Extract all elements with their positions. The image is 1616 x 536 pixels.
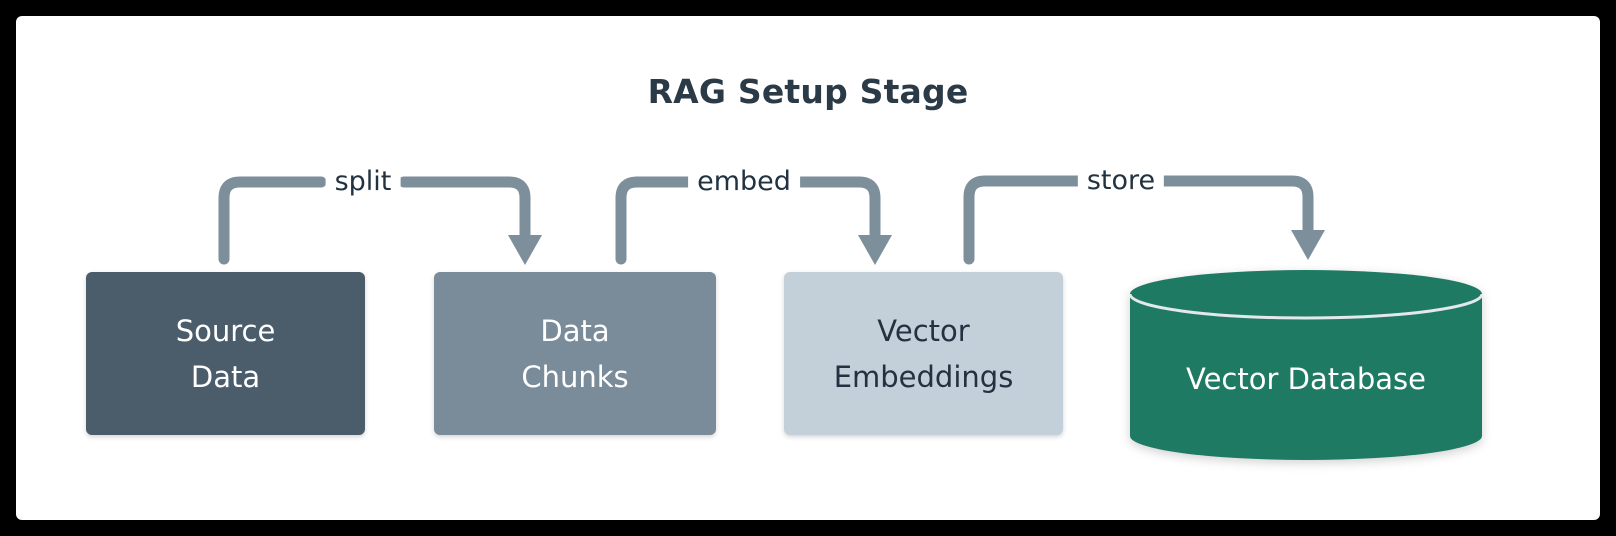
page-title: RAG Setup Stage	[647, 72, 969, 111]
node-vector-embeddings-line-2: Embeddings	[833, 359, 1014, 394]
node-vector-embeddings-line-1: Vector	[877, 313, 970, 348]
edge-split-path	[218, 176, 542, 265]
node-vector-embeddings[interactable]: Vector Embeddings	[784, 272, 1063, 435]
edge-label-store: store	[1077, 166, 1165, 196]
database-cylinder-icon	[1128, 270, 1484, 460]
node-source-data-line-2: Data	[190, 359, 261, 394]
edge-embed-path	[615, 176, 892, 265]
connector-layer	[218, 175, 1325, 265]
node-vector-database[interactable]: Vector Database	[1128, 270, 1484, 460]
edge-label-split: split	[325, 167, 401, 197]
edge-store-path	[963, 175, 1325, 265]
node-source-data-line-1: Source	[175, 313, 276, 348]
diagram-frame: RAG Setup Stage	[16, 16, 1600, 520]
node-data-chunks-line-1: Data	[540, 313, 610, 348]
diagram-canvas: RAG Setup Stage	[16, 16, 1600, 520]
node-data-chunks[interactable]: Data Chunks	[434, 272, 716, 435]
node-vector-database-label: Vector Database	[1185, 362, 1426, 396]
edge-label-embed: embed	[688, 167, 800, 197]
node-source-data[interactable]: Source Data	[86, 272, 365, 435]
node-data-chunks-line-2: Chunks	[521, 359, 629, 394]
